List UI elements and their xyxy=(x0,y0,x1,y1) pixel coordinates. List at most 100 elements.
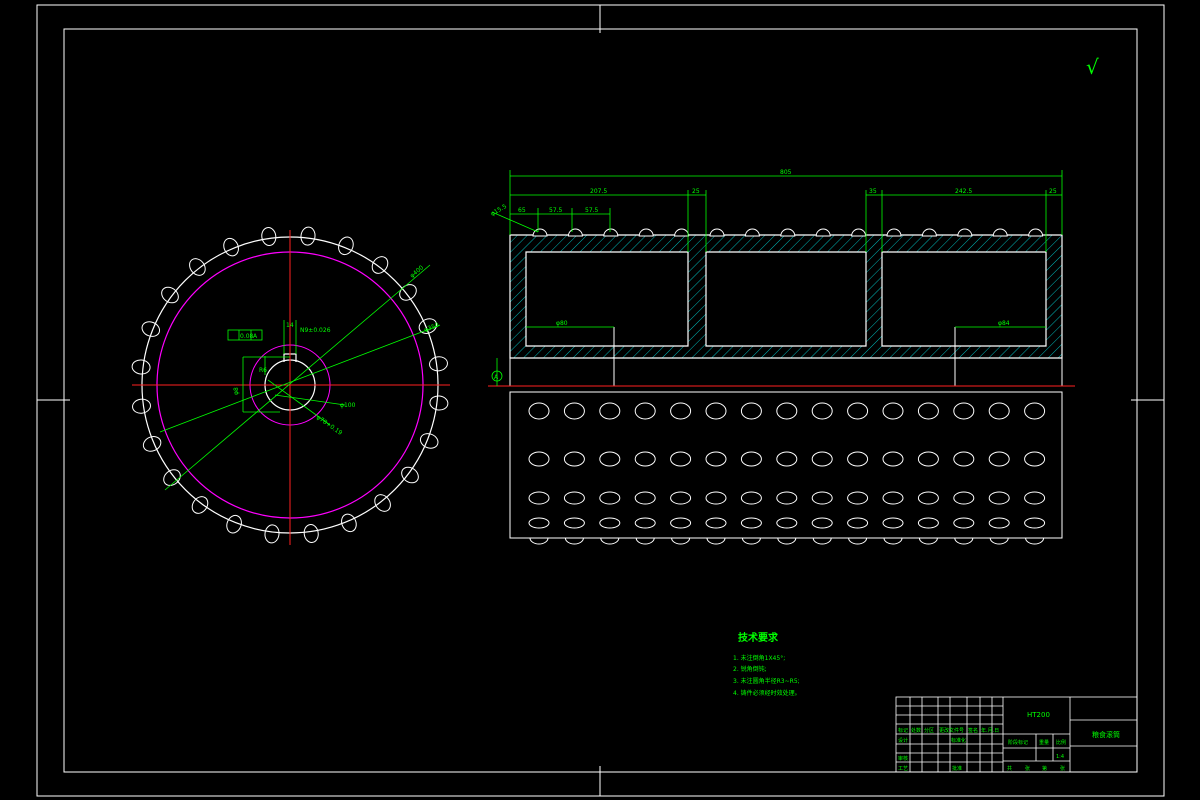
outer-bump xyxy=(300,226,316,246)
dim-pitch-1: 65 xyxy=(518,207,526,214)
section-top-bumps xyxy=(532,228,1044,237)
outer-bump xyxy=(399,284,417,301)
bottom-bump xyxy=(1025,537,1045,545)
drawing-frame xyxy=(36,4,1165,797)
dim-overall: 805 xyxy=(780,169,792,176)
hole xyxy=(634,402,656,420)
hole xyxy=(634,451,656,467)
hole xyxy=(882,491,904,505)
dim-pitch-2: 57.5 xyxy=(549,207,563,214)
tb-label-count: 处数 xyxy=(911,727,921,734)
flatness-datum: A xyxy=(253,333,258,340)
outer-bump xyxy=(261,227,277,246)
hole xyxy=(847,402,869,420)
bottom-bump xyxy=(706,537,726,545)
hole xyxy=(563,402,585,420)
tb-label-scale: 比例 xyxy=(1056,739,1066,746)
dim-seg-c: 35 xyxy=(869,188,877,195)
hole xyxy=(1024,402,1046,420)
tb-label-stage: 阶段标记 xyxy=(1008,739,1028,746)
tb-label-standardization: 标准化 xyxy=(951,737,966,744)
hole xyxy=(917,517,939,529)
end-view-dimension-lines xyxy=(159,264,441,491)
bottom-bump xyxy=(989,537,1009,545)
section-bump xyxy=(603,228,619,237)
hole xyxy=(670,451,692,467)
hole xyxy=(953,402,975,420)
hole xyxy=(740,491,762,505)
hole xyxy=(740,451,762,467)
bottom-bump xyxy=(600,537,620,545)
bore-dia-label: φ100 xyxy=(340,402,356,409)
section-bump xyxy=(709,228,725,237)
bottom-bump xyxy=(741,537,761,545)
outer-bump xyxy=(132,398,151,414)
hole xyxy=(988,517,1010,529)
tb-label-sheet-1: 张 xyxy=(1025,765,1030,772)
outer-bump xyxy=(371,256,389,274)
dim-groove-dia: φ15.5 xyxy=(490,203,509,218)
hole xyxy=(988,491,1010,505)
hole xyxy=(599,402,621,420)
hole xyxy=(988,451,1010,467)
tech-req-item-2: 2. 锐角倒钝; xyxy=(733,665,767,673)
section-bump xyxy=(744,228,760,237)
keyway-tol-label: N9±0.026 xyxy=(300,327,331,334)
hole xyxy=(776,451,798,467)
hole xyxy=(847,517,869,529)
outer-bump xyxy=(163,469,181,486)
hole xyxy=(670,517,692,529)
hole xyxy=(528,491,550,505)
hole xyxy=(528,517,550,529)
hole xyxy=(528,402,550,420)
title-block: HT200 粮食滚筒 标记 处数 分区 更改文件号 签名 年.月.日 设计 标准… xyxy=(895,696,1138,773)
bottom-bump xyxy=(918,537,938,545)
tb-label-zone: 分区 xyxy=(924,727,934,734)
hole xyxy=(705,517,727,529)
section-bump xyxy=(851,228,867,237)
section-bump xyxy=(1028,228,1044,237)
dim-bore-left: φ80 xyxy=(556,320,568,327)
section-bump xyxy=(567,228,583,237)
hole xyxy=(953,451,975,467)
outer-bump xyxy=(191,496,209,514)
keyway-width-label: 14 xyxy=(286,322,294,329)
hole xyxy=(953,491,975,505)
hole xyxy=(634,517,656,529)
tb-label-design: 设计 xyxy=(898,737,908,744)
tb-label-mark: 标记 xyxy=(898,727,908,734)
hole xyxy=(670,402,692,420)
svg-text:A: A xyxy=(494,374,499,381)
bore-tol-label: φ78+0.19 xyxy=(315,414,344,437)
bottom-bump xyxy=(848,537,868,545)
section-bump xyxy=(921,228,937,237)
outer-bump xyxy=(189,258,206,276)
hole xyxy=(776,402,798,420)
hole xyxy=(528,451,550,467)
hole xyxy=(599,517,621,529)
section-bump xyxy=(957,228,973,237)
dim-pitch-3: 57.5 xyxy=(585,207,599,214)
section-bump xyxy=(638,228,654,237)
outer-bump xyxy=(429,356,448,372)
hole xyxy=(670,491,692,505)
tech-req-item-1: 1. 未注倒角1X45°; xyxy=(733,654,785,662)
tech-req-item-3: 3. 未注圆角半径R3~R5; xyxy=(733,677,800,685)
hole xyxy=(563,451,585,467)
hole xyxy=(776,491,798,505)
outer-bump xyxy=(264,524,280,544)
hole xyxy=(563,517,585,529)
hole xyxy=(917,491,939,505)
tech-requirements: 技术要求 1. 未注倒角1X45°; 2. 锐角倒钝; 3. 未注圆角半径R3~… xyxy=(733,631,801,697)
flatness-value: 0.08 xyxy=(240,333,254,340)
hole xyxy=(1024,491,1046,505)
tb-label-date: 年.月.日 xyxy=(981,727,999,734)
outer-bump xyxy=(418,318,438,334)
hole xyxy=(811,451,833,467)
tb-label-total: 共 xyxy=(1007,765,1012,772)
bottom-bump xyxy=(529,537,549,545)
dim-seg-d: 242.5 xyxy=(955,188,972,195)
outer-bump xyxy=(429,395,449,411)
dim-seg-e: 25 xyxy=(1049,188,1057,195)
